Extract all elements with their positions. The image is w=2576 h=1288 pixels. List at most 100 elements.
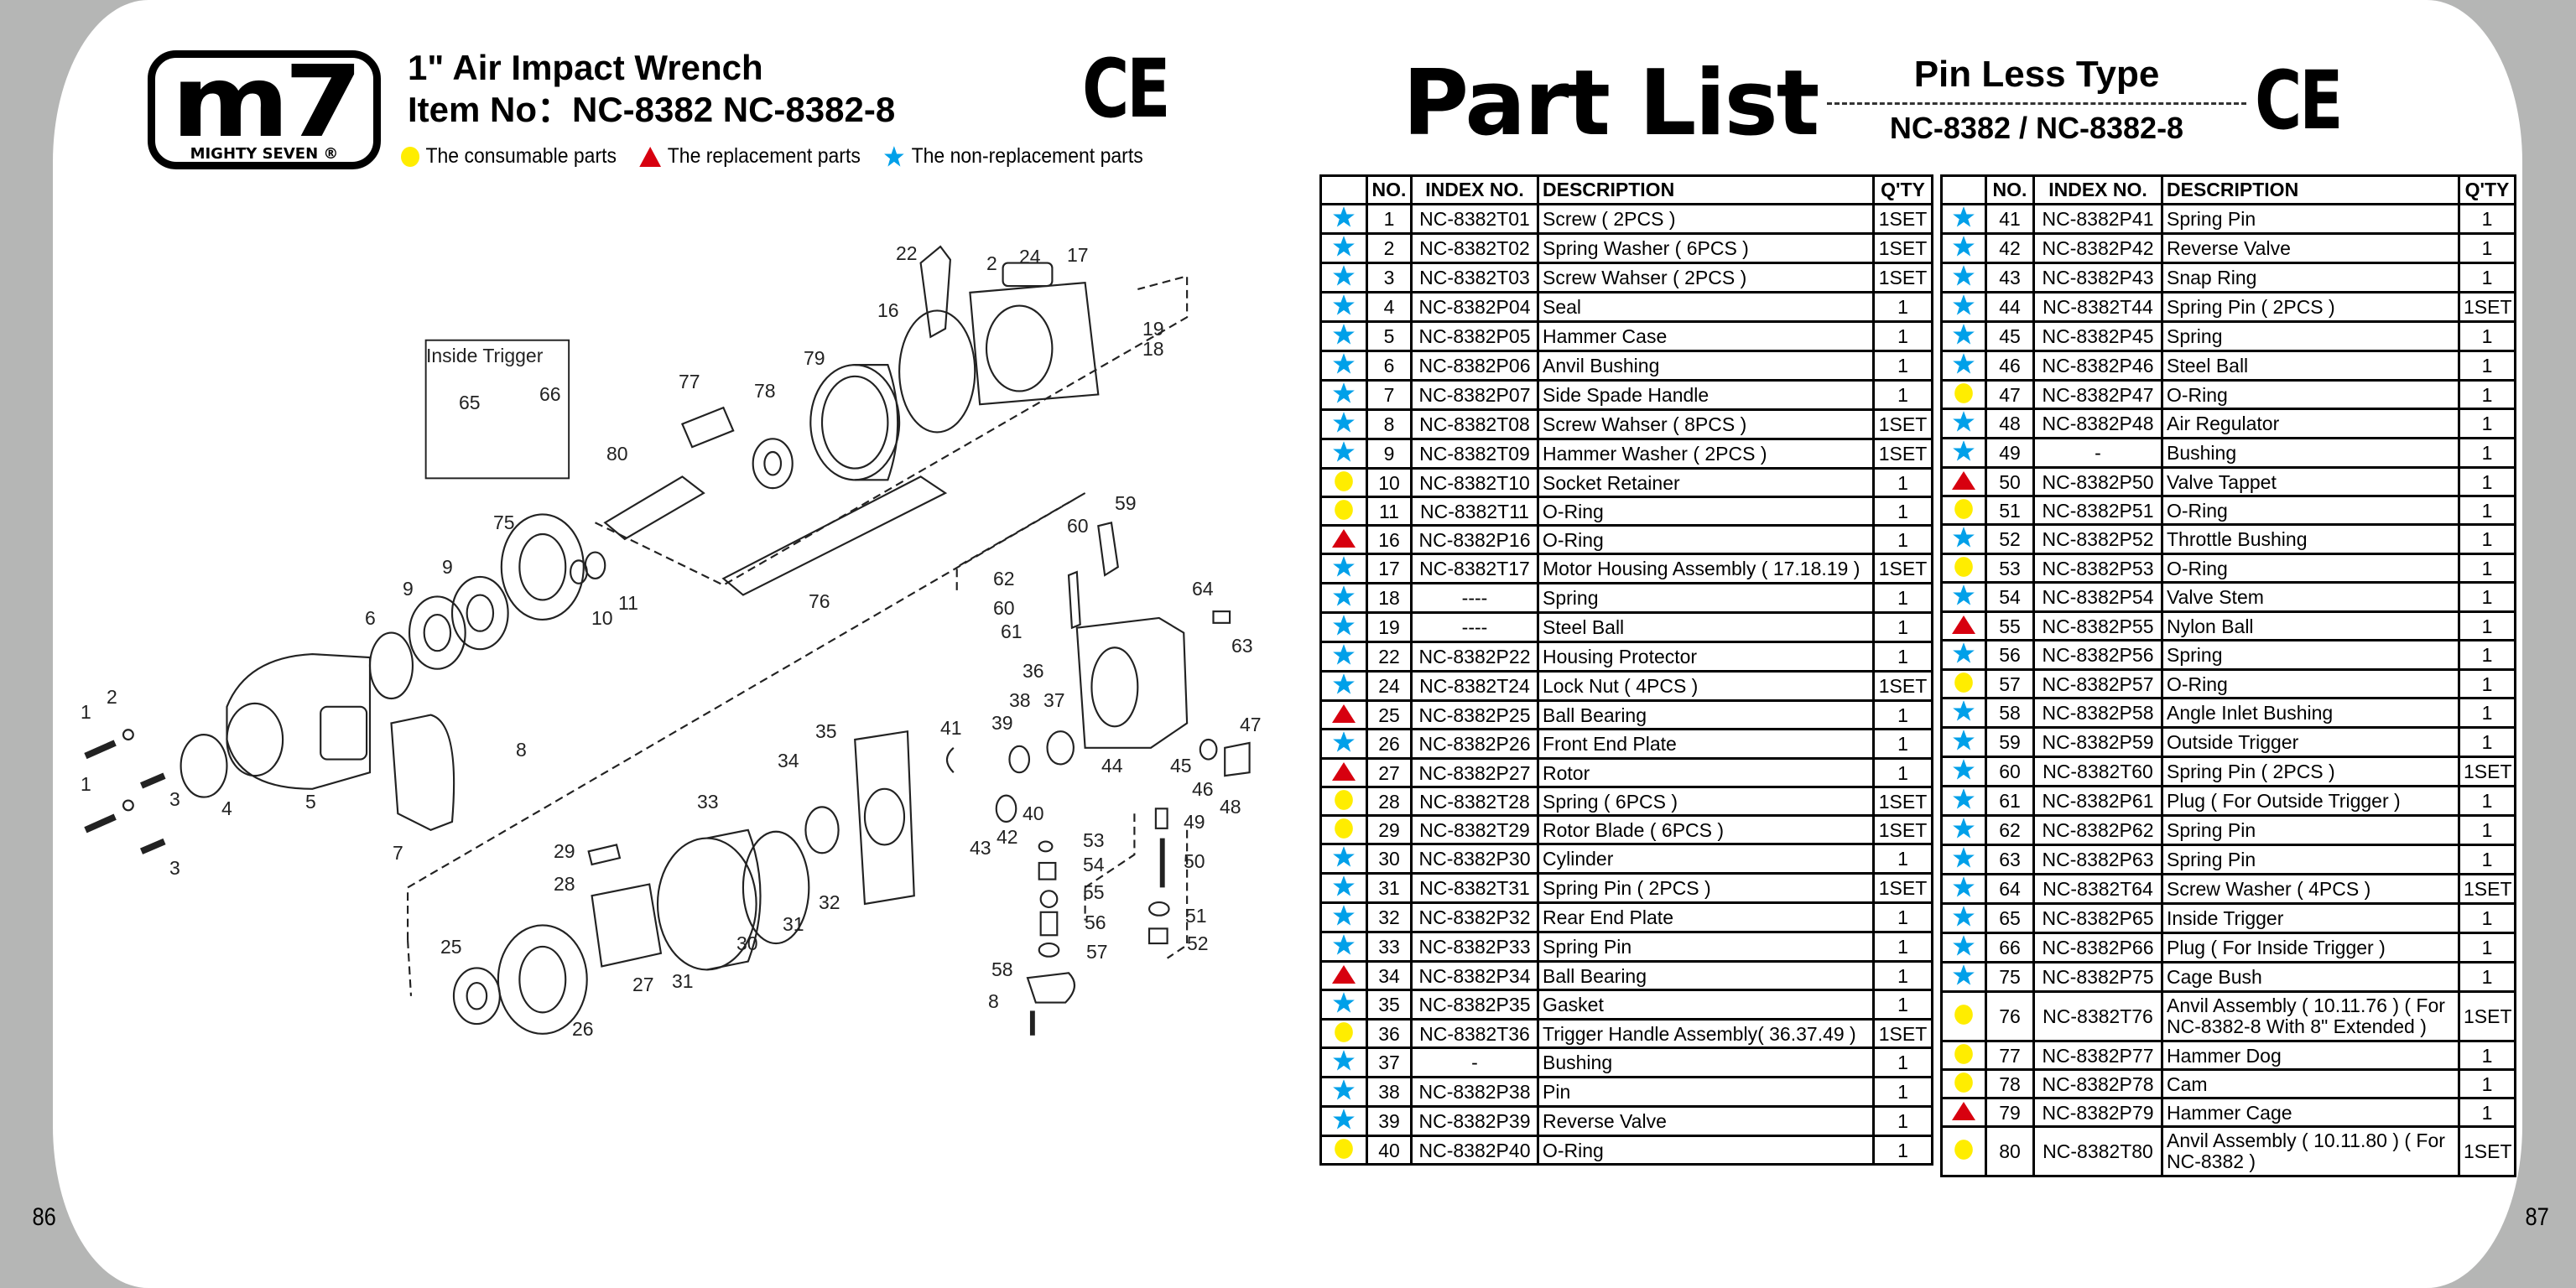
row-description: Spring Pin bbox=[2161, 814, 2460, 846]
row-description: Screw Wahser ( 2PCS ) bbox=[1537, 262, 1875, 293]
row-mark bbox=[1940, 726, 1987, 758]
callout-55: 55 bbox=[1083, 881, 1105, 903]
legend-consumable: The consumable parts bbox=[425, 144, 617, 168]
row-qty: 1 bbox=[2458, 320, 2516, 352]
row-description: Ball Bearing bbox=[1537, 699, 1875, 730]
row-index: NC-8382P22 bbox=[1410, 641, 1539, 673]
row-description: Pin bbox=[1537, 1076, 1875, 1108]
row-description: Side Spade Handle bbox=[1537, 379, 1875, 411]
star-icon bbox=[1953, 964, 1975, 985]
row-description: Bushing bbox=[2161, 437, 2460, 469]
circle-icon bbox=[1335, 789, 1353, 810]
star-icon bbox=[1333, 206, 1355, 227]
row-mark bbox=[1319, 438, 1368, 470]
circle-icon bbox=[1954, 1043, 1973, 1064]
row-description: Lock Nut ( 4PCS ) bbox=[1537, 670, 1875, 702]
inside-trigger-box bbox=[424, 339, 570, 480]
row-no: 26 bbox=[1366, 728, 1413, 760]
callout-16: 16 bbox=[877, 299, 899, 321]
row-qty: 1 bbox=[1872, 641, 1933, 673]
row-mark bbox=[1319, 1135, 1368, 1166]
row-index: NC-8382P04 bbox=[1410, 291, 1539, 323]
row-qty: 1 bbox=[2458, 697, 2516, 729]
legend-non-replacement: The non-replacement parts bbox=[911, 144, 1143, 168]
star-icon bbox=[1333, 934, 1355, 955]
row-mark bbox=[1940, 523, 1987, 555]
row-no: 45 bbox=[1985, 320, 2035, 352]
assembly-guide-lines bbox=[407, 274, 1189, 996]
row-mark bbox=[1319, 843, 1368, 875]
logo-subtext: MIGHTY SEVEN ® bbox=[190, 145, 339, 163]
row-qty: 1 bbox=[2458, 961, 2516, 993]
callout-29: 29 bbox=[554, 840, 575, 862]
row-no: 10 bbox=[1366, 467, 1413, 498]
row-description: Air Regulator bbox=[2161, 408, 2460, 439]
row-index: NC-8382T31 bbox=[1410, 872, 1539, 904]
row-no: 8 bbox=[1366, 408, 1413, 440]
table-header: NO. INDEX NO. DESCRIPTION Q'TY bbox=[1319, 174, 1933, 205]
row-no: 42 bbox=[1985, 232, 2035, 264]
row-mark bbox=[1940, 961, 1987, 993]
row-no: 58 bbox=[1985, 697, 2035, 729]
row-no: 49 bbox=[1985, 437, 2035, 469]
row-no: 53 bbox=[1985, 553, 2035, 584]
row-no: 24 bbox=[1366, 670, 1413, 702]
row-mark bbox=[1319, 262, 1368, 293]
callout-8: 8 bbox=[516, 739, 527, 761]
row-no: 60 bbox=[1985, 756, 2035, 787]
row-no: 22 bbox=[1366, 641, 1413, 673]
callout-2: 2 bbox=[107, 686, 117, 708]
row-mark bbox=[1940, 203, 1987, 235]
row-no: 57 bbox=[1985, 668, 2035, 699]
circle-icon bbox=[1954, 1140, 1973, 1160]
row-mark bbox=[1319, 232, 1368, 264]
callout-44: 44 bbox=[1101, 755, 1123, 776]
row-mark bbox=[1319, 931, 1368, 963]
callout-47: 47 bbox=[1240, 714, 1262, 735]
circle-icon bbox=[1954, 672, 1973, 693]
callout-28: 28 bbox=[554, 873, 575, 895]
triangle-icon bbox=[1332, 964, 1356, 984]
circle-icon bbox=[1954, 1005, 1973, 1025]
row-no: 25 bbox=[1366, 699, 1413, 730]
star-icon bbox=[1953, 294, 1975, 315]
row-qty: 1 bbox=[1872, 611, 1933, 643]
star-icon bbox=[1333, 382, 1355, 403]
callout-1: 1 bbox=[81, 701, 91, 723]
row-index: NC-8382P33 bbox=[1410, 931, 1539, 963]
row-description: O-Ring bbox=[2161, 379, 2460, 410]
star-icon bbox=[1953, 440, 1975, 461]
row-mark bbox=[1319, 320, 1368, 352]
row-description: O-Ring bbox=[1537, 524, 1875, 555]
callout-57: 57 bbox=[1086, 941, 1108, 963]
row-no: 3 bbox=[1366, 262, 1413, 293]
row-qty: 1 bbox=[1872, 291, 1933, 323]
callout-63: 63 bbox=[1231, 635, 1253, 657]
row-description: Snap Ring bbox=[2161, 262, 2460, 293]
row-index: NC-8382P30 bbox=[1410, 843, 1539, 875]
row-qty: 1 bbox=[1872, 843, 1933, 875]
row-index: NC-8382T09 bbox=[1410, 438, 1539, 470]
row-index: NC-8382P06 bbox=[1410, 350, 1539, 382]
row-index: NC-8382P56 bbox=[2032, 639, 2163, 671]
row-qty: 1 bbox=[1872, 728, 1933, 760]
callout-7: 7 bbox=[393, 842, 403, 864]
row-no: 48 bbox=[1985, 408, 2035, 439]
callout-24: 24 bbox=[1019, 246, 1041, 267]
row-description: Front End Plate bbox=[1537, 728, 1875, 760]
row-description: O-Ring bbox=[2161, 495, 2460, 526]
row-qty: 1 bbox=[2458, 639, 2516, 671]
row-no: 39 bbox=[1366, 1105, 1413, 1137]
star-icon bbox=[1953, 265, 1975, 286]
